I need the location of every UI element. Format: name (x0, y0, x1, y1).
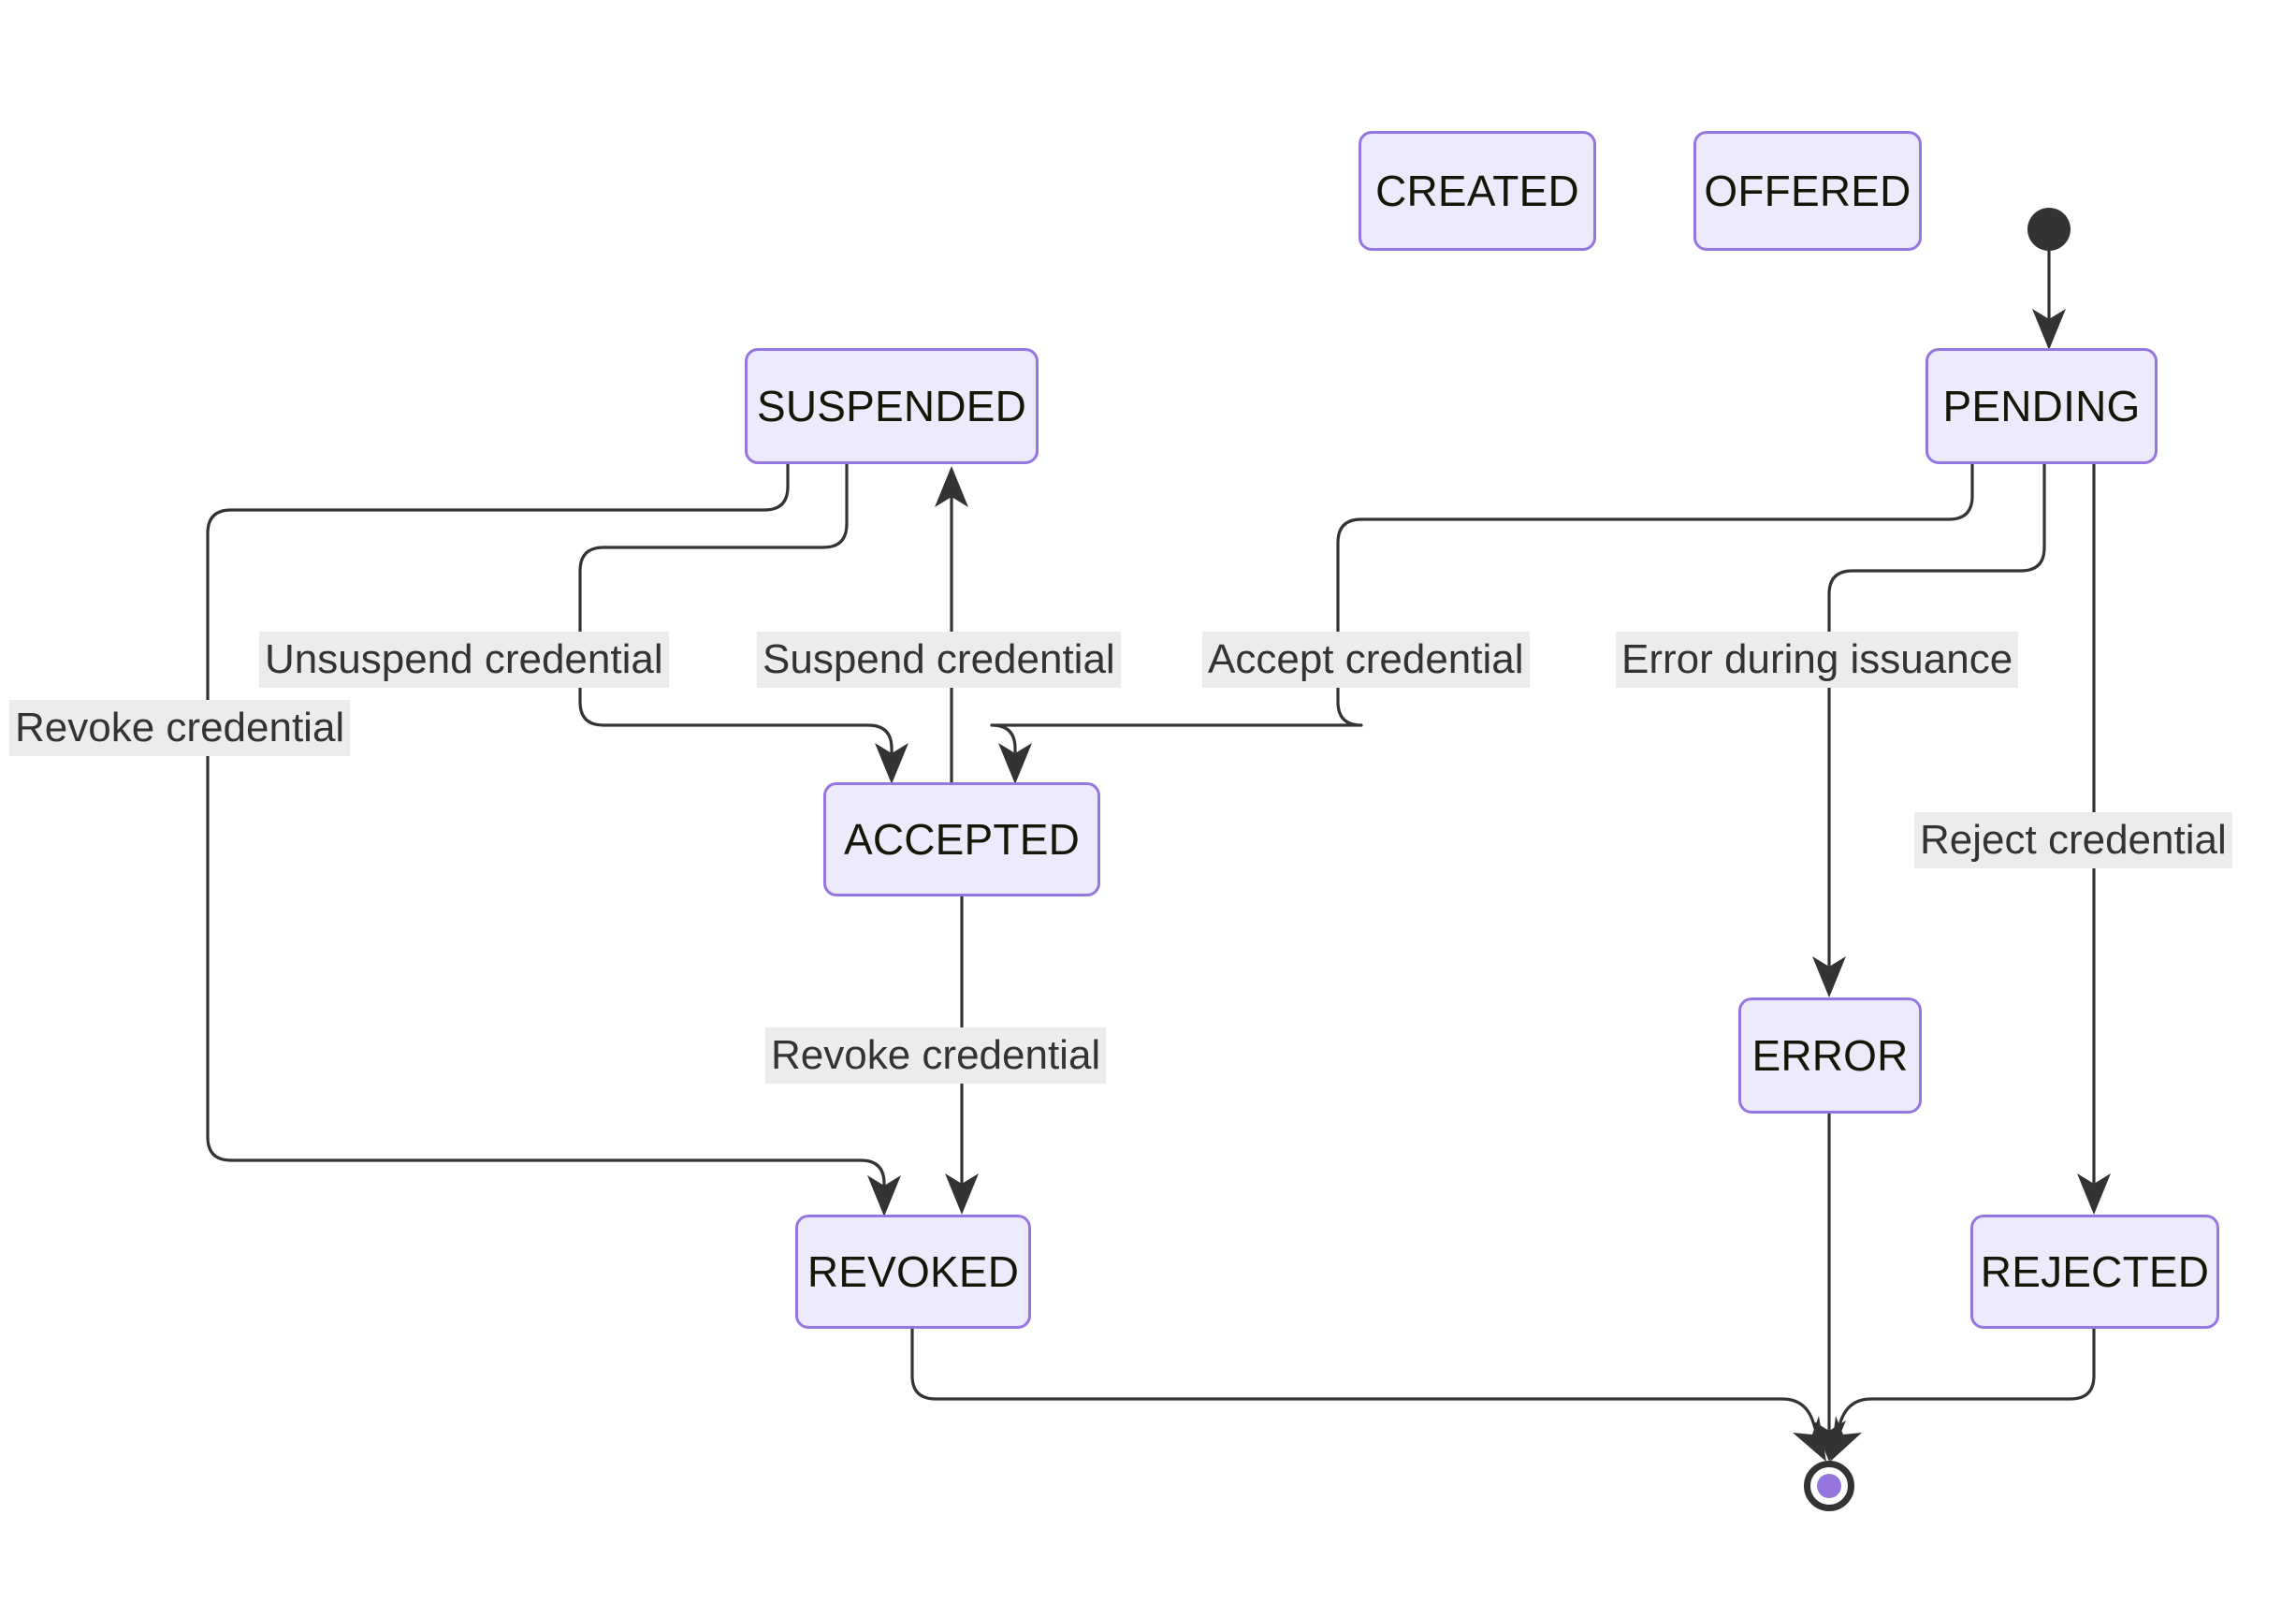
state-label-offered: OFFERED (1704, 167, 1911, 215)
edge-label-error-during-issuance: Error during issuance (1616, 632, 2019, 689)
transition-start-to-pending (2032, 251, 2066, 350)
state-label-error: ERROR (1751, 1031, 1909, 1080)
edge-label-revoke-credential-suspended: Revoke credential (9, 700, 351, 757)
edge-label-accept-credential: Accept credential (1202, 632, 1530, 689)
state-label-accepted: ACCEPTED (843, 815, 1081, 864)
edge-label-revoke-credential-accepted: Revoke credential (765, 1027, 1107, 1085)
transition-rejected-to-end (1830, 1329, 2096, 1462)
transition-revoked-to-end (910, 1329, 1826, 1462)
transition-pending-to-error (1812, 464, 2046, 998)
start-state-icon (2027, 208, 2071, 251)
state-node-accepted[interactable]: ACCEPTED (823, 782, 1100, 896)
transition-accepted-to-suspended (935, 466, 968, 782)
state-label-suspended: SUSPENDED (756, 382, 1027, 430)
transition-suspended-to-revoked (206, 464, 901, 1216)
transition-suspended-to-accepted (578, 464, 908, 784)
edge-label-reject-credential: Reject credential (1914, 812, 2232, 869)
end-state-icon (1804, 1461, 1854, 1511)
transition-pending-to-accepted (990, 464, 1974, 784)
edge-label-suspend-credential: Suspend credential (757, 632, 1121, 689)
state-node-pending[interactable]: PENDING (1925, 348, 2158, 464)
end-state-inner-dot (1817, 1474, 1841, 1498)
state-node-suspended[interactable]: SUSPENDED (745, 348, 1039, 464)
transition-error-to-end (1812, 1114, 1846, 1462)
state-label-rejected: REJECTED (1980, 1247, 2210, 1296)
edge-label-unsuspend-credential: Unsuspend credential (259, 632, 669, 689)
state-node-rejected[interactable]: REJECTED (1970, 1215, 2219, 1329)
state-node-error[interactable]: ERROR (1738, 998, 1922, 1114)
state-node-offered[interactable]: OFFERED (1693, 131, 1922, 251)
state-node-revoked[interactable]: REVOKED (795, 1215, 1031, 1329)
state-label-revoked: REVOKED (807, 1247, 1020, 1296)
state-label-pending: PENDING (1942, 382, 2141, 430)
state-label-created: CREATED (1375, 167, 1579, 215)
state-node-created[interactable]: CREATED (1359, 131, 1596, 251)
